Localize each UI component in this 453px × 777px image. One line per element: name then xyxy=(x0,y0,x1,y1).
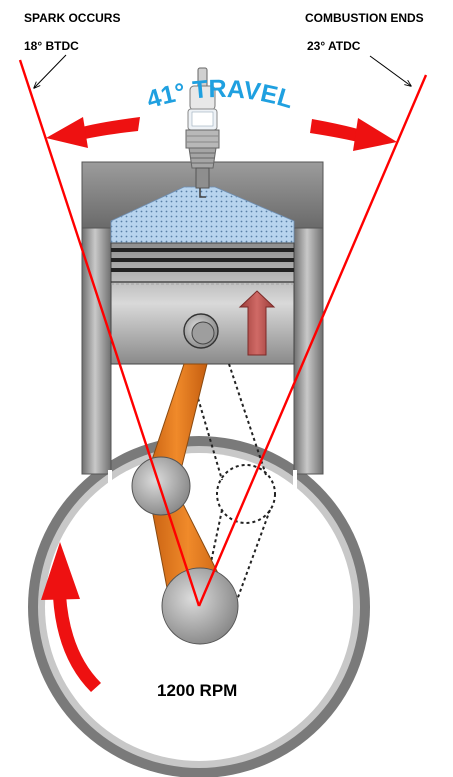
combustion-ends-label: COMBUSTION ENDS xyxy=(305,11,424,25)
piston-upward-arrow xyxy=(238,290,276,356)
combustion-leader-line xyxy=(369,55,411,86)
spark-leader-line xyxy=(34,54,67,88)
left-travel-arrow-head xyxy=(46,117,88,148)
cylinder-wall-left xyxy=(81,226,112,475)
spark-angle-label: 18° BTDC xyxy=(24,39,79,53)
right-travel-arrow-head xyxy=(353,118,397,151)
rotation-arrow xyxy=(41,542,101,692)
left-travel-arrow xyxy=(78,117,140,140)
crankcase xyxy=(28,436,370,777)
rpm-label: 1200 RPM xyxy=(157,681,238,700)
travel-arrows xyxy=(46,117,397,151)
travel-label: 41° TRAVEL xyxy=(143,75,296,114)
spark-occurs-label: SPARK OCCURS xyxy=(24,11,121,25)
combustion-end-line xyxy=(197,74,428,607)
wrist-pin xyxy=(183,313,219,349)
timing-lines xyxy=(18,59,428,607)
combustion-angle-label: 23° ATDC xyxy=(307,39,361,53)
right-travel-arrow xyxy=(310,119,365,143)
spark-plug-icon xyxy=(185,67,220,198)
spark-timing-line xyxy=(18,59,201,607)
